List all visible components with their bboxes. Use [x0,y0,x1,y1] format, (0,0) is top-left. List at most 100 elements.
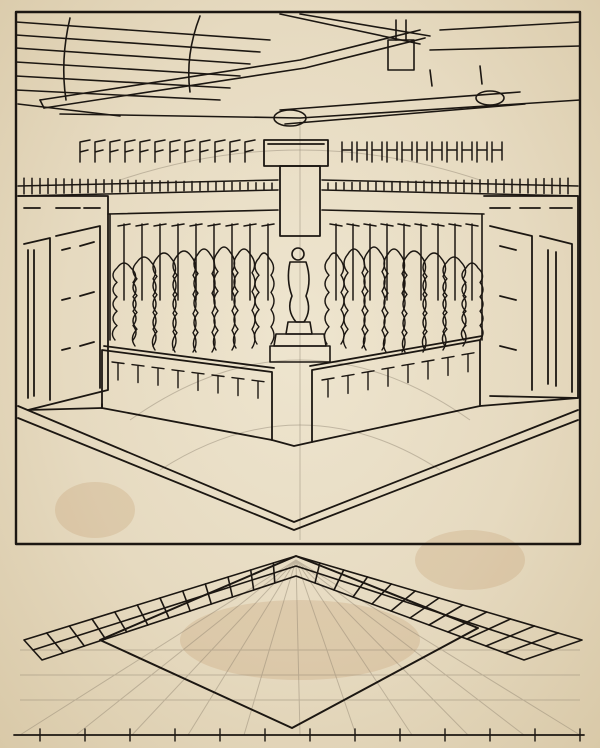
frieze-mark [199,139,211,163]
wall-stake [329,223,343,301]
stage-floor [17,397,579,531]
fence-marks [111,352,475,399]
tile-divider [390,590,416,612]
ornament-frieze [79,139,503,163]
wall-stake [243,223,257,301]
vanishing-line [243,559,297,736]
frieze-mark [371,141,383,163]
frieze-mark [446,141,458,163]
vanishing-line [187,559,297,736]
frieze-mark [229,139,241,163]
frieze-mark [139,139,151,163]
tile-divider [352,576,369,598]
wall-stake [465,223,479,301]
bush [342,248,366,349]
pedestal-statue [269,247,331,363]
vanishing-line [295,559,413,736]
diamond-outline [99,555,479,729]
frieze-mark [431,141,443,163]
left-wall [17,195,109,411]
frieze-mark [214,139,226,163]
frieze-mark [79,139,91,163]
bush [382,248,406,353]
frieze-mark [341,141,353,163]
tile-divider [181,590,191,612]
bush [421,252,447,351]
fence-mark [381,366,395,387]
tile-divider [447,611,488,633]
wall-stake [261,223,275,301]
frieze-mark [124,139,136,163]
frieze-mark [109,139,121,163]
front-fence-right [309,335,483,443]
ruler-ticks [39,728,581,742]
frieze-mark [476,141,488,163]
fence-mark [341,373,355,395]
frieze-mark [244,139,256,163]
bush [151,252,177,351]
upper-frame [14,10,582,546]
tile-divider [409,597,440,619]
tile-divider [428,604,464,626]
wall-stake [414,223,428,301]
frieze-mark [184,139,196,163]
vanishing-line [75,559,297,736]
frieze-mark [401,141,413,163]
tile-divider [504,632,559,654]
bush [171,250,197,353]
tile-divider [333,569,345,591]
vanishing-line [295,559,357,736]
show-through-lines [119,120,481,540]
fence-mark [321,377,335,398]
fence-mark [421,359,435,380]
tile-divider [45,632,64,654]
wall-stake [431,223,445,301]
fence-mark [441,355,455,377]
wall-stake [117,223,131,301]
tile-divider [371,583,393,605]
fence-mark [171,369,185,389]
tile-divider [249,569,255,591]
tile-divider [113,611,128,633]
tiled-strips [23,555,583,661]
strip-outline [23,555,583,661]
fence-mark [361,370,375,391]
bush [192,248,216,353]
back-wall [107,209,485,341]
fence-mark [191,371,205,392]
garden-bushes [111,246,484,353]
bush [212,246,236,351]
bush [232,248,256,349]
wall-stakes [117,223,479,301]
band-line [17,189,579,197]
fence-mark [211,374,225,394]
tile-divider [466,618,512,640]
tile-divider [227,576,234,598]
bush [323,252,345,345]
bush [362,246,386,351]
frieze-mark [356,141,368,163]
fence-mark [461,352,475,373]
vanishing-line [131,559,297,736]
tile-divider [136,604,149,626]
tile-divider [68,625,86,647]
floor-plan-diagram [13,555,585,742]
frieze-mark [386,141,398,163]
fence-mark [401,362,415,384]
tile-divider [204,583,213,605]
wall-stake [346,223,360,301]
frieze-mark [461,141,473,163]
frieze-mark [154,139,166,163]
vanishing-line [19,559,297,736]
fence-mark [131,363,145,384]
band-line [17,179,579,187]
tile-divider [485,625,536,647]
wall-stake [153,223,167,301]
fence-mark [251,379,265,399]
front-fence-left [101,345,275,441]
wall-stake [171,223,185,301]
bush [253,252,275,345]
bush [460,262,484,341]
